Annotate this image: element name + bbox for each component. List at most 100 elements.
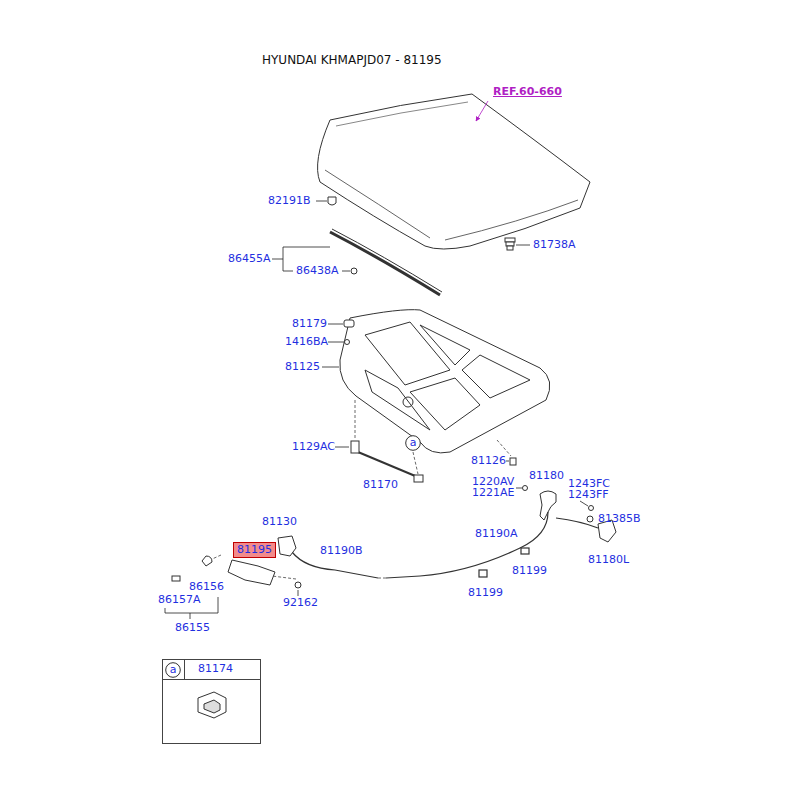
hood [318, 94, 590, 249]
leader-line [516, 488, 522, 489]
part-number: 1221AE [472, 487, 514, 499]
leader-line [298, 590, 299, 596]
hood-latch [278, 536, 296, 556]
insulator-pad [403, 397, 413, 407]
release-handle [587, 516, 593, 522]
detail-callout-circle: a [405, 435, 421, 451]
leader-line [580, 501, 588, 506]
leader-line [506, 461, 509, 462]
detail-panel: 81174 a [162, 659, 261, 744]
hood [336, 102, 468, 126]
leader-line [165, 101, 588, 619]
insulator-pad [365, 370, 430, 430]
part-number: 92162 [283, 597, 318, 609]
dashed-guide [355, 400, 356, 438]
leader-line [322, 367, 339, 368]
detail-callout-circle: a [165, 662, 181, 678]
weatherstrip [332, 229, 442, 292]
hood-latch [295, 582, 301, 588]
callout-circle-outline [166, 663, 181, 678]
hood-bumper [507, 246, 513, 250]
part-number: 81179 [292, 318, 327, 330]
part-number: 81199 [512, 565, 547, 577]
reference-link: REF.60-660 [493, 86, 562, 98]
part-number: 81174 [198, 663, 233, 675]
leader-line [516, 245, 530, 246]
dashed-guide [378, 578, 386, 579]
release-handle [589, 506, 594, 511]
clip-detail [198, 692, 226, 718]
clip-detail [204, 700, 220, 713]
hood-stay [351, 441, 359, 453]
release-cable [292, 512, 598, 578]
part-number: 1416BA [285, 336, 328, 348]
part-number: 81125 [285, 361, 320, 373]
hood-latch [202, 556, 212, 566]
release-cable [479, 570, 487, 577]
part-number: 86157A [158, 594, 201, 606]
callout-letter: a [170, 664, 177, 676]
insulator-pad [345, 340, 350, 345]
insulator-pad [344, 320, 354, 327]
part-number: 86155 [175, 622, 210, 634]
hood-stay [414, 475, 423, 482]
hood [325, 170, 430, 238]
hood-stay [510, 458, 516, 465]
insulator-pad [420, 325, 470, 365]
part-number: 81170 [363, 479, 398, 491]
dashed-guide [413, 452, 418, 474]
hood-bumper [505, 238, 515, 242]
panel-header-divider [184, 660, 185, 679]
clip-detail [198, 692, 226, 718]
insulator-pad [462, 355, 530, 398]
part-number: 81195 [237, 544, 272, 556]
hood-stay [358, 452, 420, 478]
insulator-pad [340, 310, 550, 453]
release-cable [386, 512, 548, 578]
leader-line [342, 271, 350, 272]
release-cable [556, 518, 598, 528]
part-number: 86156 [189, 581, 224, 593]
part-number: 81190A [475, 528, 518, 540]
part-number: 81738A [533, 239, 576, 251]
release-cable [521, 548, 529, 554]
part-number: 81385B [598, 513, 641, 525]
weatherstrip [351, 268, 357, 274]
leader-line [335, 447, 349, 448]
leader-line [316, 201, 327, 202]
callout-circle-outline [406, 436, 421, 451]
release-handle [523, 486, 528, 491]
leader-line [328, 324, 343, 325]
part-number: 86455A [228, 253, 271, 265]
part-number: 86438A [296, 265, 339, 277]
hood-bumper [506, 242, 514, 246]
callout-letter: a [410, 437, 417, 449]
highlighted-part-box: 81195 [233, 542, 276, 558]
part-number: 1243FF [568, 489, 609, 501]
hood-latch [172, 576, 180, 581]
part-number: 1129AC [292, 441, 335, 453]
leader-line [476, 101, 488, 121]
part-number: 81190B [320, 545, 363, 557]
weatherstrip [330, 229, 442, 295]
dashed-guide [497, 440, 511, 456]
insulator-pad [340, 310, 550, 453]
part-number: 81126 [471, 455, 506, 467]
hood [445, 200, 578, 240]
part-number: 81199 [468, 587, 503, 599]
hood [318, 94, 590, 249]
part-number: 81180L [588, 554, 629, 566]
weatherstrip [330, 232, 440, 295]
leader-line [328, 342, 344, 343]
panel-header-rule [163, 679, 260, 680]
hood-bumper [328, 197, 336, 205]
hood-latch [228, 560, 275, 585]
dashed-guide [272, 576, 296, 579]
insulator-pad [365, 322, 450, 385]
part-number: 81130 [262, 516, 297, 528]
part-number: 81180 [529, 470, 564, 482]
insulator-pad [410, 378, 480, 430]
part-number: 82191B [268, 195, 311, 207]
